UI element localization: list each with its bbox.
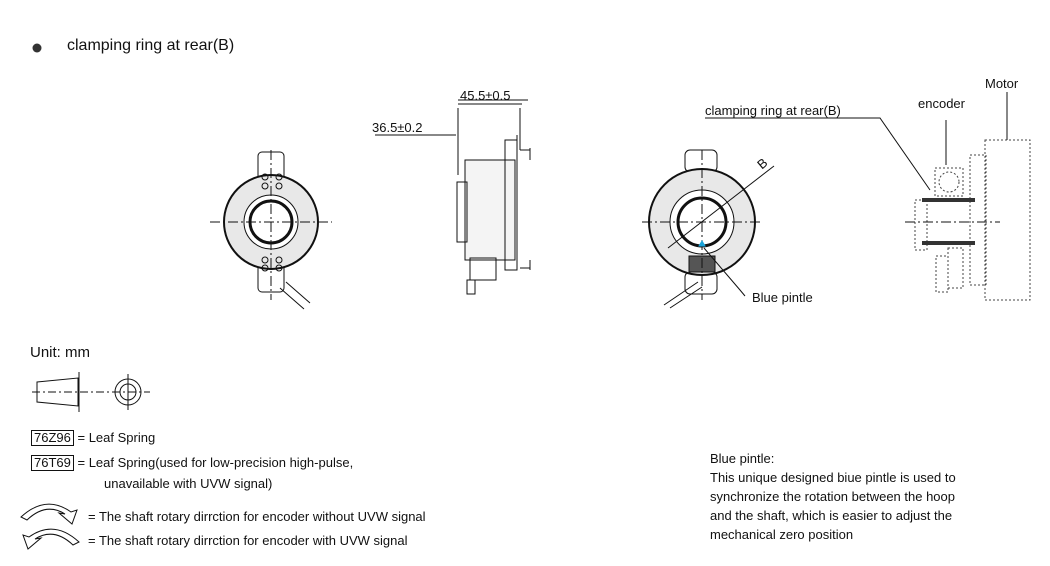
legend-text: = Leaf Spring(used for low-precision hig… [77, 455, 354, 470]
side-view [375, 99, 531, 295]
legend-text-cont: unavailable with UVW signal) [104, 476, 273, 491]
heading-title: clamping ring at rear(B) [67, 37, 235, 54]
front-view-left [210, 150, 332, 310]
label-motor: Motor [985, 76, 1019, 91]
clockwise-arrow-icon [20, 503, 78, 525]
note-line: synchronize the rotation between the hoo… [710, 489, 956, 504]
note-block: Blue pintle: This unique designed biue p… [710, 449, 956, 544]
legend-code: 76T69 [31, 455, 74, 471]
rotation-ccw-text: = The shaft rotary dirrction for encoder… [88, 533, 408, 548]
label-encoder: encoder [918, 96, 965, 111]
legend-item: 76T69 = Leaf Spring(used for low-precisi… [31, 455, 353, 471]
dim-inner: 36.5±0.2 [372, 120, 423, 135]
legend-item: 76Z96 = Leaf Spring [31, 430, 155, 446]
blue-pintle-marker [698, 240, 706, 247]
rotation-cw-text: = The shaft rotary dirrction for encoder… [88, 509, 426, 524]
front-view-right [642, 149, 775, 309]
label-blue-pintle: Blue pintle [752, 290, 813, 305]
note-title: Blue pintle: [710, 451, 775, 466]
note-line: This unique designed biue pintle is used… [710, 470, 956, 485]
assembly-view [914, 139, 1031, 301]
note-line: mechanical zero position [710, 527, 854, 542]
counterclockwise-arrow-icon [22, 528, 80, 550]
note-line: and the shaft, which is easier to adjust… [710, 508, 953, 523]
label-clamping: clamping ring at rear(B) [705, 103, 841, 118]
legend-text: = Leaf Spring [77, 430, 156, 445]
unit-label: Unit: mm [30, 344, 90, 361]
dim-outer: 45.5±0.5 [460, 88, 511, 103]
legend-code: 76Z96 [31, 430, 74, 446]
taper-symbol [32, 372, 150, 412]
bullet-icon [32, 43, 42, 53]
